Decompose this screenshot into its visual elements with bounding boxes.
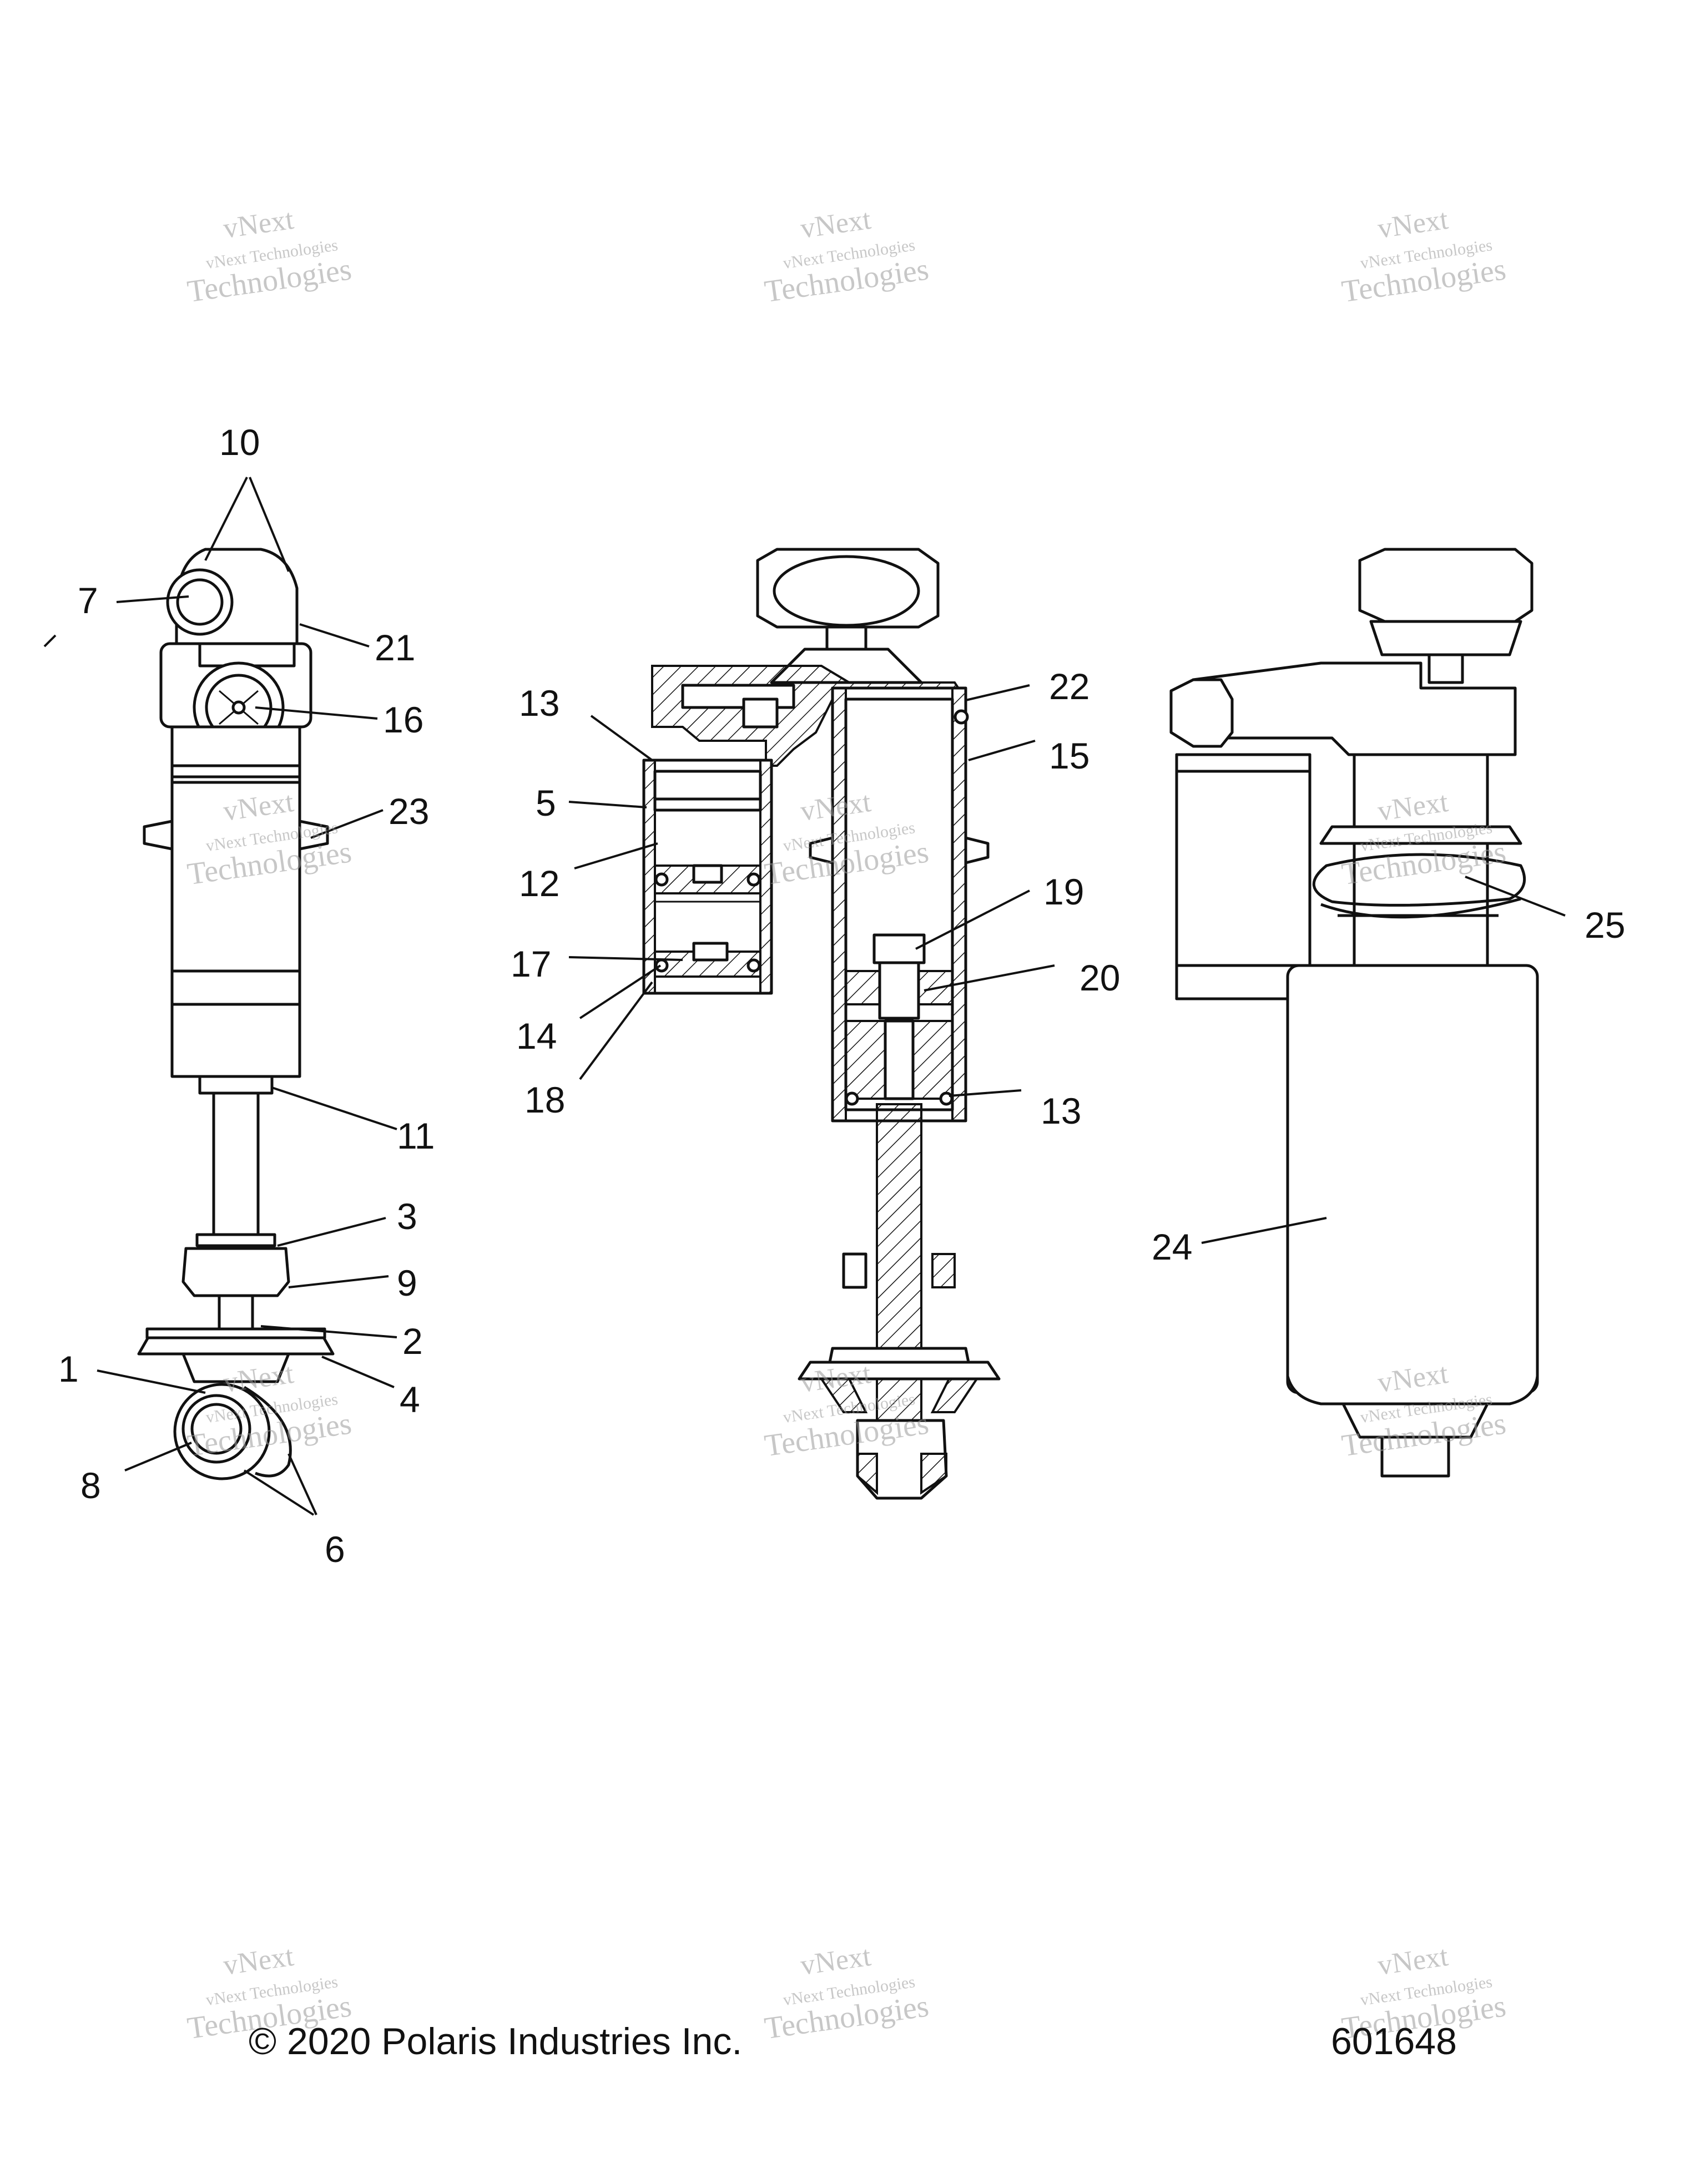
callout-5: 5 <box>536 782 556 823</box>
callout-12: 12 <box>519 863 559 904</box>
callout-20: 20 <box>1080 957 1120 998</box>
callout-18: 18 <box>524 1079 565 1120</box>
watermark: vNext vNext Technologies Technologies <box>763 1940 931 2046</box>
callout-8: 8 <box>80 1465 101 1506</box>
callout-1: 1 <box>58 1348 79 1389</box>
svg-text:vNext: vNext <box>799 204 873 245</box>
callout-6: 6 <box>325 1529 345 1570</box>
callout-25: 25 <box>1585 904 1625 946</box>
watermark: vNext vNext Technologies Technologies <box>1340 204 1509 309</box>
callout-15: 15 <box>1049 735 1089 776</box>
svg-text:vNext: vNext <box>1376 204 1450 245</box>
callout-7: 7 <box>78 580 98 621</box>
callout-10: 10 <box>219 422 260 463</box>
shock-assembly-view <box>1169 548 1539 1478</box>
watermark: vNext vNext Technologies Technologies <box>763 204 931 309</box>
callout-13-bottom: 13 <box>1041 1090 1081 1131</box>
callout-24: 24 <box>1152 1226 1192 1267</box>
callout-14: 14 <box>516 1015 557 1056</box>
callout-22: 22 <box>1049 666 1089 707</box>
diagram-number: 601648 <box>1331 2020 1457 2062</box>
callout-2: 2 <box>402 1321 423 1362</box>
callout-11: 11 <box>397 1115 435 1156</box>
callout-13-top: 13 <box>519 683 559 724</box>
leader-lines <box>43 477 1566 1516</box>
watermark: vNext vNext Technologies Technologies <box>763 786 931 892</box>
callout-19: 19 <box>1043 871 1084 912</box>
svg-text:vNext: vNext <box>221 1940 296 1981</box>
copyright-text: © 2020 Polaris Industries Inc. <box>249 2020 743 2062</box>
svg-text:vNext: vNext <box>221 204 296 245</box>
callout-16: 16 <box>383 699 423 740</box>
watermark: vNext vNext Technologies Technologies <box>185 204 354 309</box>
callout-3: 3 <box>397 1196 417 1237</box>
callout-17: 17 <box>511 943 551 984</box>
shock-section-view <box>642 548 1001 1500</box>
svg-text:vNext: vNext <box>799 1940 873 1981</box>
svg-text:vNext: vNext <box>1376 1940 1450 1981</box>
callout-numbers: 10 7 21 16 23 11 3 9 2 4 1 8 6 13 5 12 1… <box>58 422 1625 1570</box>
callout-23: 23 <box>389 791 429 832</box>
callout-4: 4 <box>400 1379 420 1420</box>
callout-21: 21 <box>375 627 415 668</box>
shock-exterior-view <box>137 548 335 1480</box>
callout-9: 9 <box>397 1262 417 1303</box>
